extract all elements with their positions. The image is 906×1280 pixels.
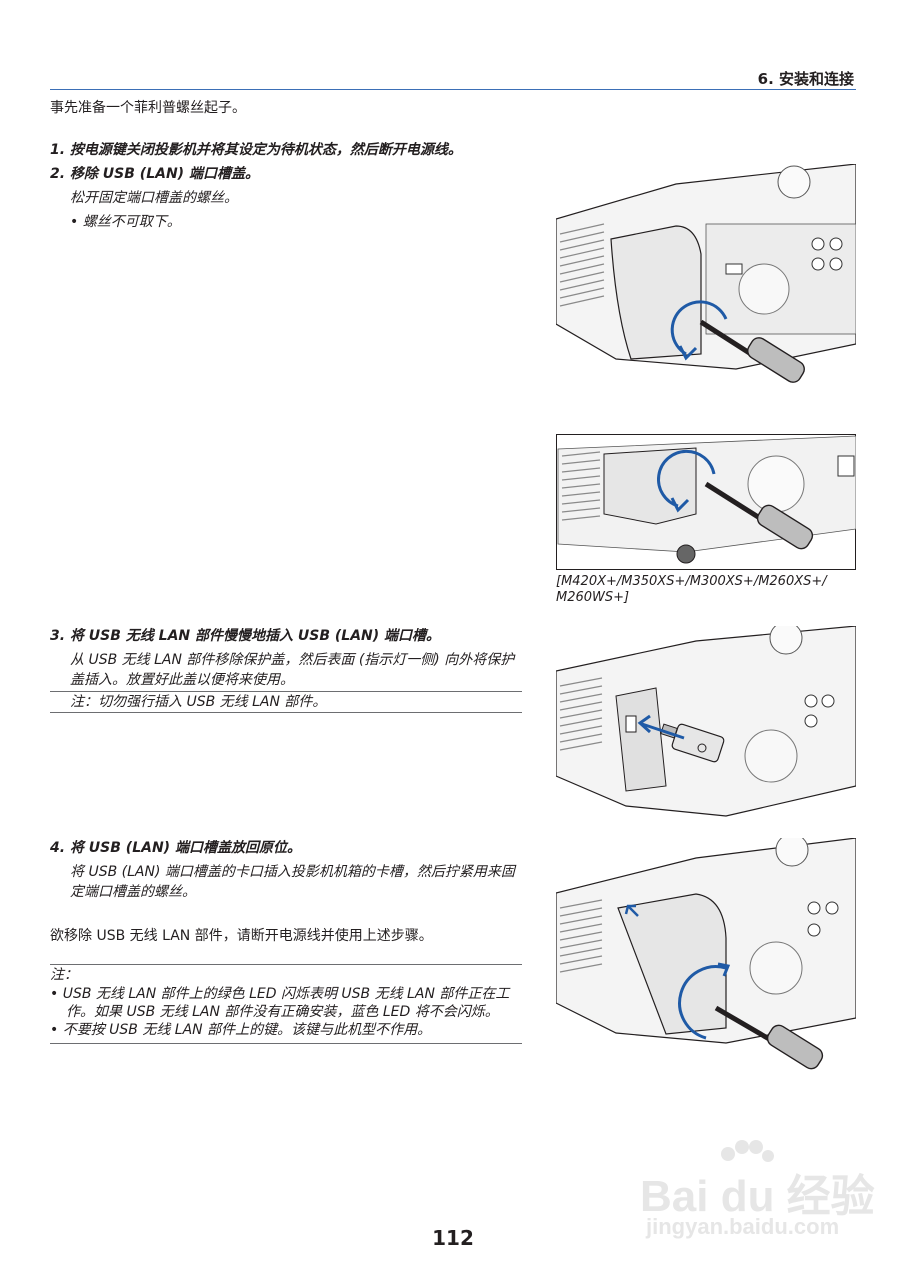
step-2-bullet: • 螺丝不可取下。 — [70, 214, 181, 230]
intro-text: 事先准备一个菲利普螺丝起子。 — [50, 100, 246, 116]
paw-logo-icon — [721, 1140, 774, 1162]
notes-heading: 注： — [50, 967, 78, 983]
step-2-title: 2. 移除 USB (LAN) 端口槽盖。 — [50, 166, 259, 182]
section-title: 6. 安装和连接 — [757, 70, 854, 88]
step-4-title: 4. 将 USB (LAN) 端口槽盖放回原位。 — [50, 840, 301, 856]
figure-insert-usb-unit — [556, 626, 856, 817]
step-4-desc: 将 USB (LAN) 端口槽盖的卡口插入投影机机箱的卡槽，然后拧紧用来固定端口… — [70, 864, 515, 900]
notes-box: 注： • USB 无线 LAN 部件上的绿色 LED 闪烁表明 USB 无线 L… — [50, 964, 522, 1044]
note-item: • USB 无线 LAN 部件上的绿色 LED 闪烁表明 USB 无线 LAN … — [50, 986, 510, 1020]
page-number: 112 — [432, 1226, 474, 1250]
figure-remove-cover-variant — [556, 434, 856, 570]
step-3-title: 3. 将 USB 无线 LAN 部件慢慢地插入 USB (LAN) 端口槽。 — [50, 628, 441, 644]
watermark-url: jingyan.baidu.com — [646, 1214, 840, 1239]
figure-caption: [M420X+/M350XS+/M300XS+/M260XS+/ M260WS+… — [556, 574, 827, 605]
note-item: • 不要按 USB 无线 LAN 部件上的键。该键与此机型不作用。 — [50, 1022, 432, 1038]
header-divider — [50, 89, 856, 90]
step-2-desc: 松开固定端口槽盖的螺丝。 — [70, 190, 238, 206]
watermark-logo: Bai du 经验 — [640, 1172, 875, 1221]
step-3-note: 注：切勿强行插入 USB 无线 LAN 部件。 — [70, 694, 327, 710]
step-3-desc: 从 USB 无线 LAN 部件移除保护盖，然后表面 (指示灯一侧) 向外将保护盖… — [70, 652, 515, 688]
step-3-note-box: 注：切勿强行插入 USB 无线 LAN 部件。 — [50, 691, 522, 713]
figure-replace-cover — [556, 838, 856, 1070]
removal-instructions: 欲移除 USB 无线 LAN 部件，请断开电源线并使用上述步骤。 — [50, 928, 433, 944]
figure-remove-cover — [556, 164, 856, 383]
step-1-title: 1. 按电源键关闭投影机并将其设定为待机状态，然后断开电源线。 — [50, 142, 462, 158]
